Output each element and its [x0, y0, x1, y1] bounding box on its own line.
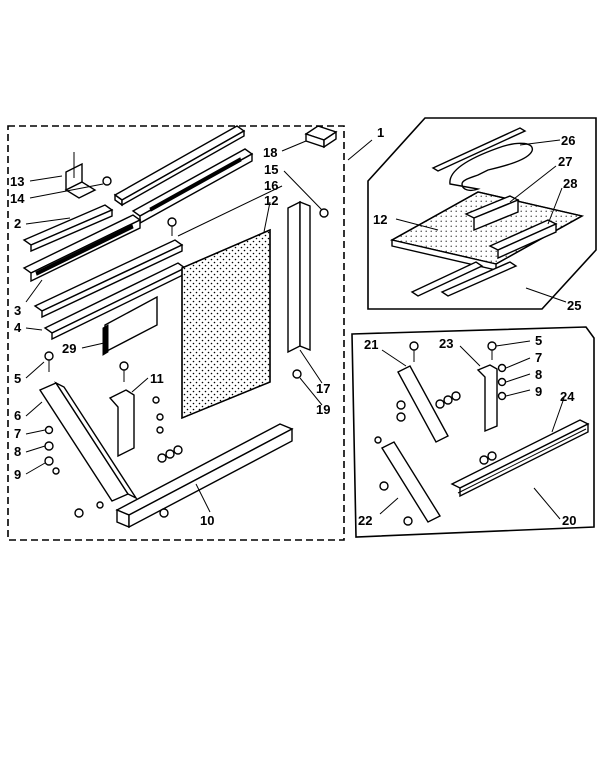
- part-21-hardware: [396, 391, 461, 422]
- part-28-block: [488, 219, 558, 260]
- label-18: 18: [263, 145, 277, 160]
- part-16-screw: [167, 217, 177, 236]
- label-11: 11: [150, 371, 164, 386]
- part-26-seal: [431, 127, 533, 192]
- label-9-right: 9: [535, 384, 542, 399]
- part-22-brace: [374, 436, 441, 526]
- label-13: 13: [10, 174, 24, 189]
- label-16: 16: [264, 178, 278, 193]
- label-22: 22: [358, 513, 372, 528]
- label-15: 15: [264, 162, 278, 177]
- part-left-channel-rail: [22, 214, 142, 283]
- label-12-right: 12: [373, 212, 387, 227]
- label-23: 23: [439, 336, 453, 351]
- part-top-rail-upper: [113, 125, 246, 207]
- part-labels: 1 18 15 16 12 13 14 2 3 4 29 5 6 7 8 9 1…: [10, 125, 581, 528]
- label-14: 14: [10, 191, 25, 206]
- part-18-block: [304, 125, 338, 149]
- label-24: 24: [560, 389, 575, 404]
- label-25: 25: [567, 298, 581, 313]
- part-21-brace: [397, 341, 449, 443]
- part-top-rail-channel: [131, 148, 254, 225]
- label-20: 20: [562, 513, 576, 528]
- part-27-block: [464, 195, 520, 232]
- part-29-plate: [102, 295, 158, 356]
- part-7-8-9-hardware: [44, 425, 60, 475]
- part-3-rail: [33, 239, 184, 319]
- label-9: 9: [14, 467, 21, 482]
- part-14-screw: [102, 176, 112, 186]
- part-6-brace: [38, 381, 138, 502]
- label-21: 21: [364, 337, 378, 352]
- label-17: 17: [316, 381, 330, 396]
- insulation-kit-boundary: [367, 117, 597, 310]
- label-5: 5: [14, 371, 21, 386]
- part-4-rail: [43, 262, 187, 341]
- part-17-post: [287, 200, 311, 354]
- part-12-panel: [181, 228, 271, 420]
- part-10-rail: [115, 423, 294, 529]
- part-15-screw: [319, 208, 329, 218]
- label-8-right: 8: [535, 367, 542, 382]
- label-28: 28: [563, 176, 577, 191]
- part-11-hardware: [152, 396, 183, 463]
- label-6: 6: [14, 408, 21, 423]
- label-10: 10: [200, 513, 214, 528]
- part-5-screw: [44, 351, 54, 372]
- label-27: 27: [558, 154, 572, 169]
- main-kit-dashed-boundary: [7, 125, 345, 541]
- support-kit-boundary: [351, 326, 595, 538]
- label-7: 7: [14, 426, 21, 441]
- part-25-channel: [410, 261, 518, 297]
- label-12: 12: [264, 193, 278, 208]
- leader-lines: [25, 139, 567, 520]
- label-19: 19: [316, 402, 330, 417]
- part-23-bracket: [476, 341, 498, 433]
- part-13-bracket: [64, 152, 97, 199]
- part-2-rail: [22, 204, 114, 253]
- label-29: 29: [62, 341, 76, 356]
- part-bottom-screws: [74, 501, 169, 518]
- label-8: 8: [14, 444, 21, 459]
- part-24-rail: [450, 419, 590, 498]
- part-12-insulation-panel: [390, 191, 584, 271]
- part-11-bracket: [108, 361, 135, 458]
- label-4: 4: [14, 320, 22, 335]
- label-3: 3: [14, 303, 21, 318]
- label-2: 2: [14, 216, 21, 231]
- part-19-screw: [292, 369, 302, 379]
- label-5-right: 5: [535, 333, 542, 348]
- label-1: 1: [377, 125, 384, 140]
- part-23-hardware: [479, 363, 507, 465]
- label-26: 26: [561, 133, 575, 148]
- label-7-right: 7: [535, 350, 542, 365]
